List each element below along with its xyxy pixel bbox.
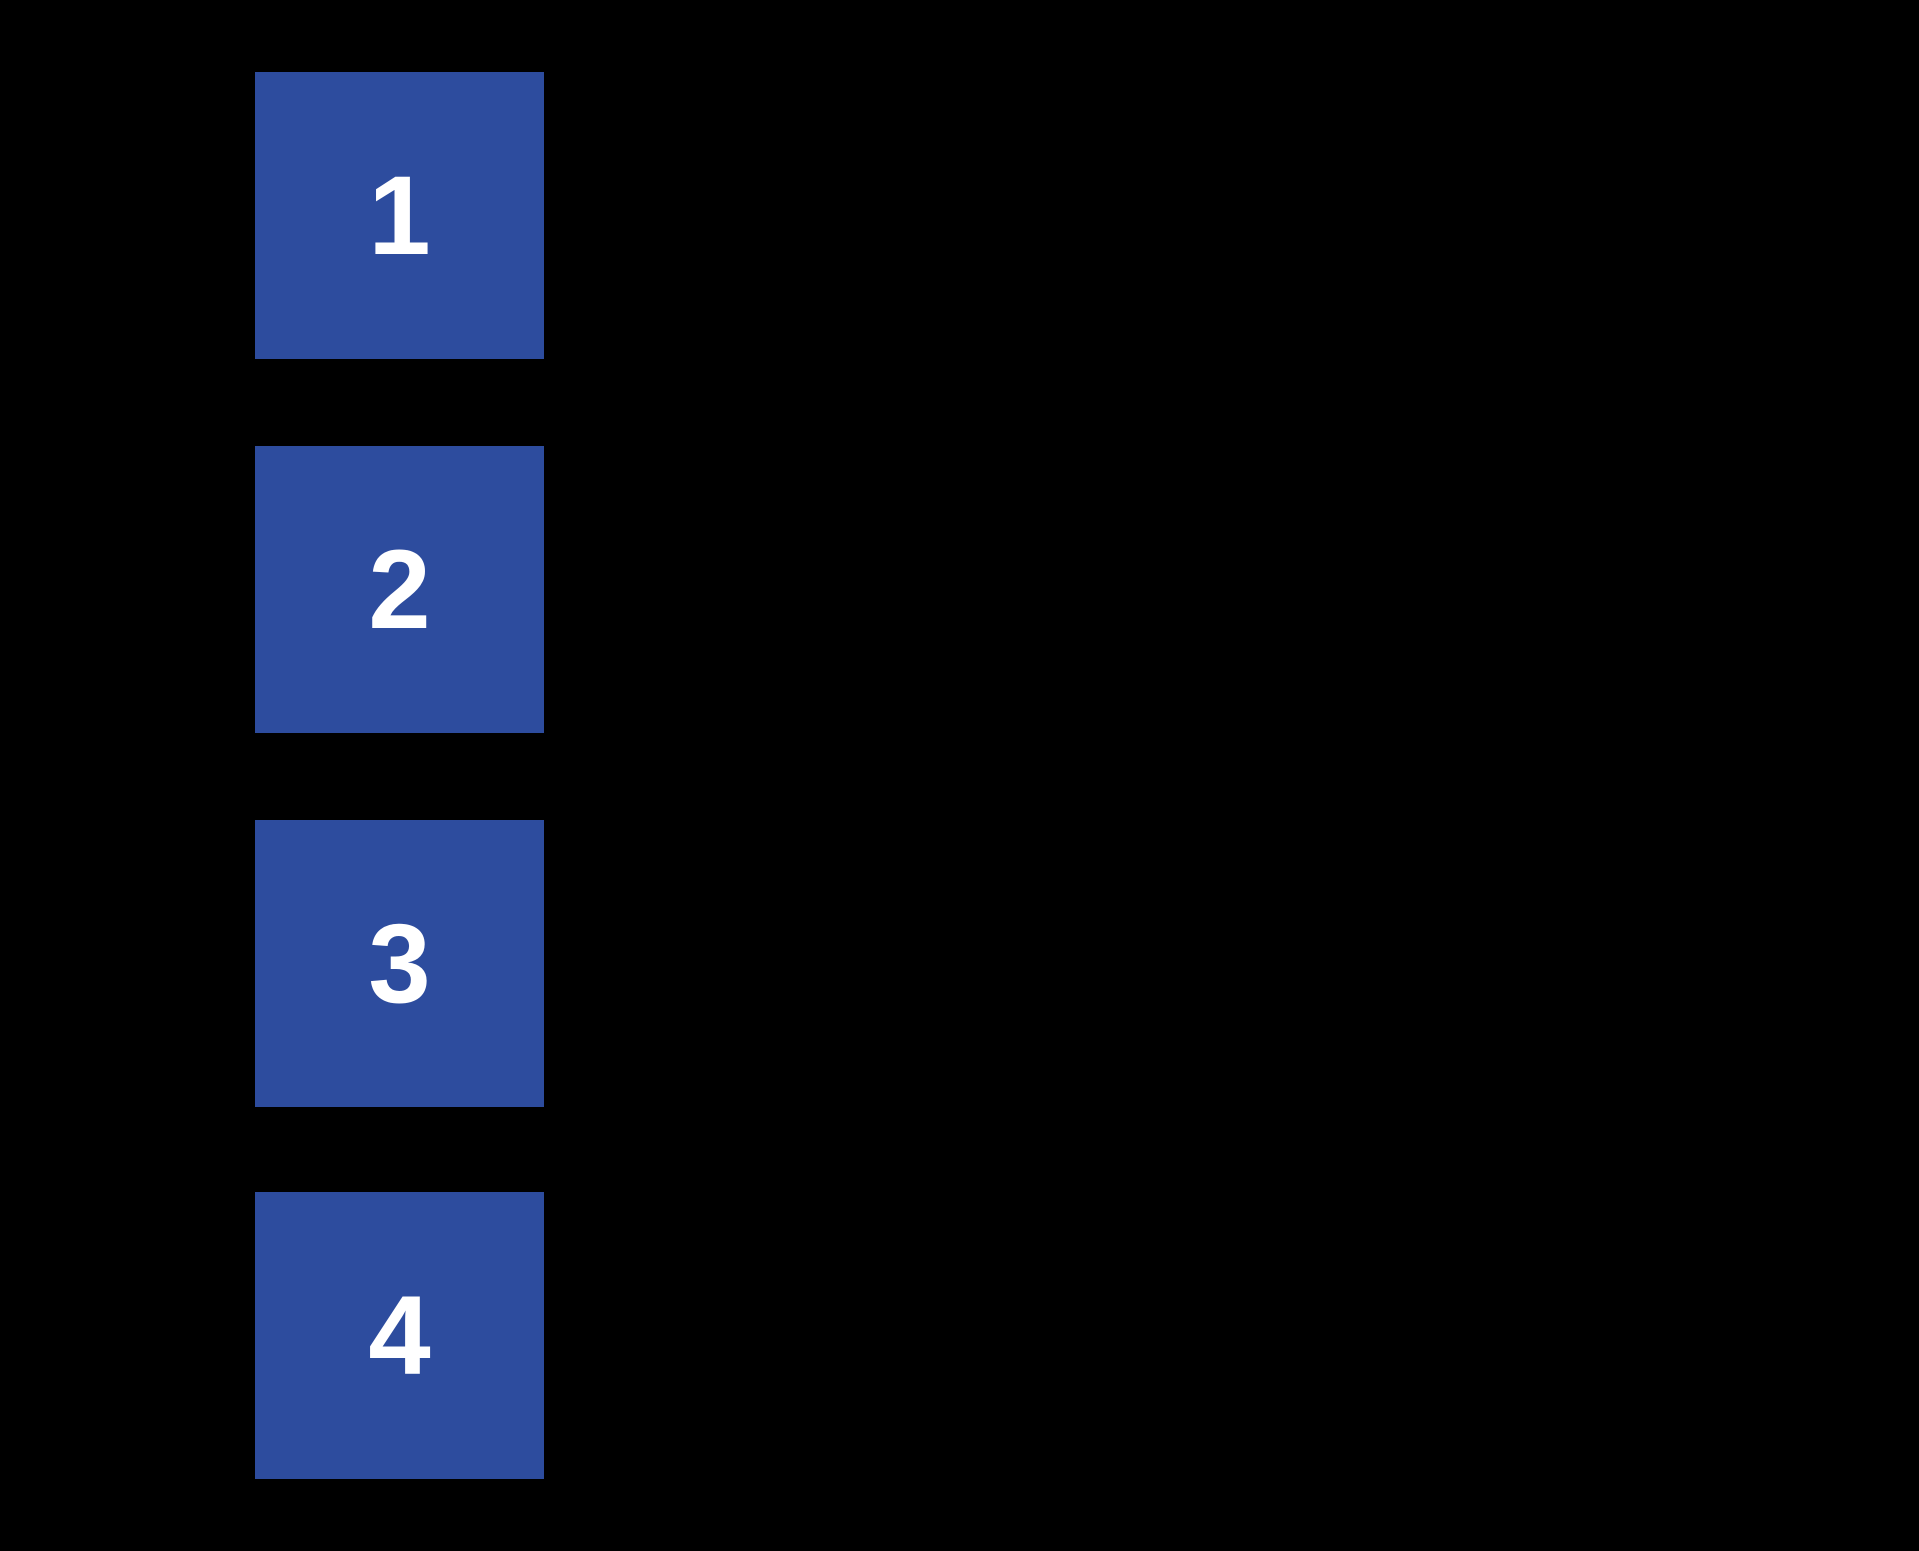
step-square-2: 2 [255, 446, 544, 733]
step-square-4: 4 [255, 1192, 544, 1479]
step-number-4: 4 [368, 1272, 431, 1398]
step-square-1: 1 [255, 72, 544, 359]
step-number-2: 2 [368, 526, 431, 652]
step-square-3: 3 [255, 820, 544, 1107]
step-number-1: 1 [368, 152, 431, 278]
step-number-3: 3 [368, 900, 431, 1026]
